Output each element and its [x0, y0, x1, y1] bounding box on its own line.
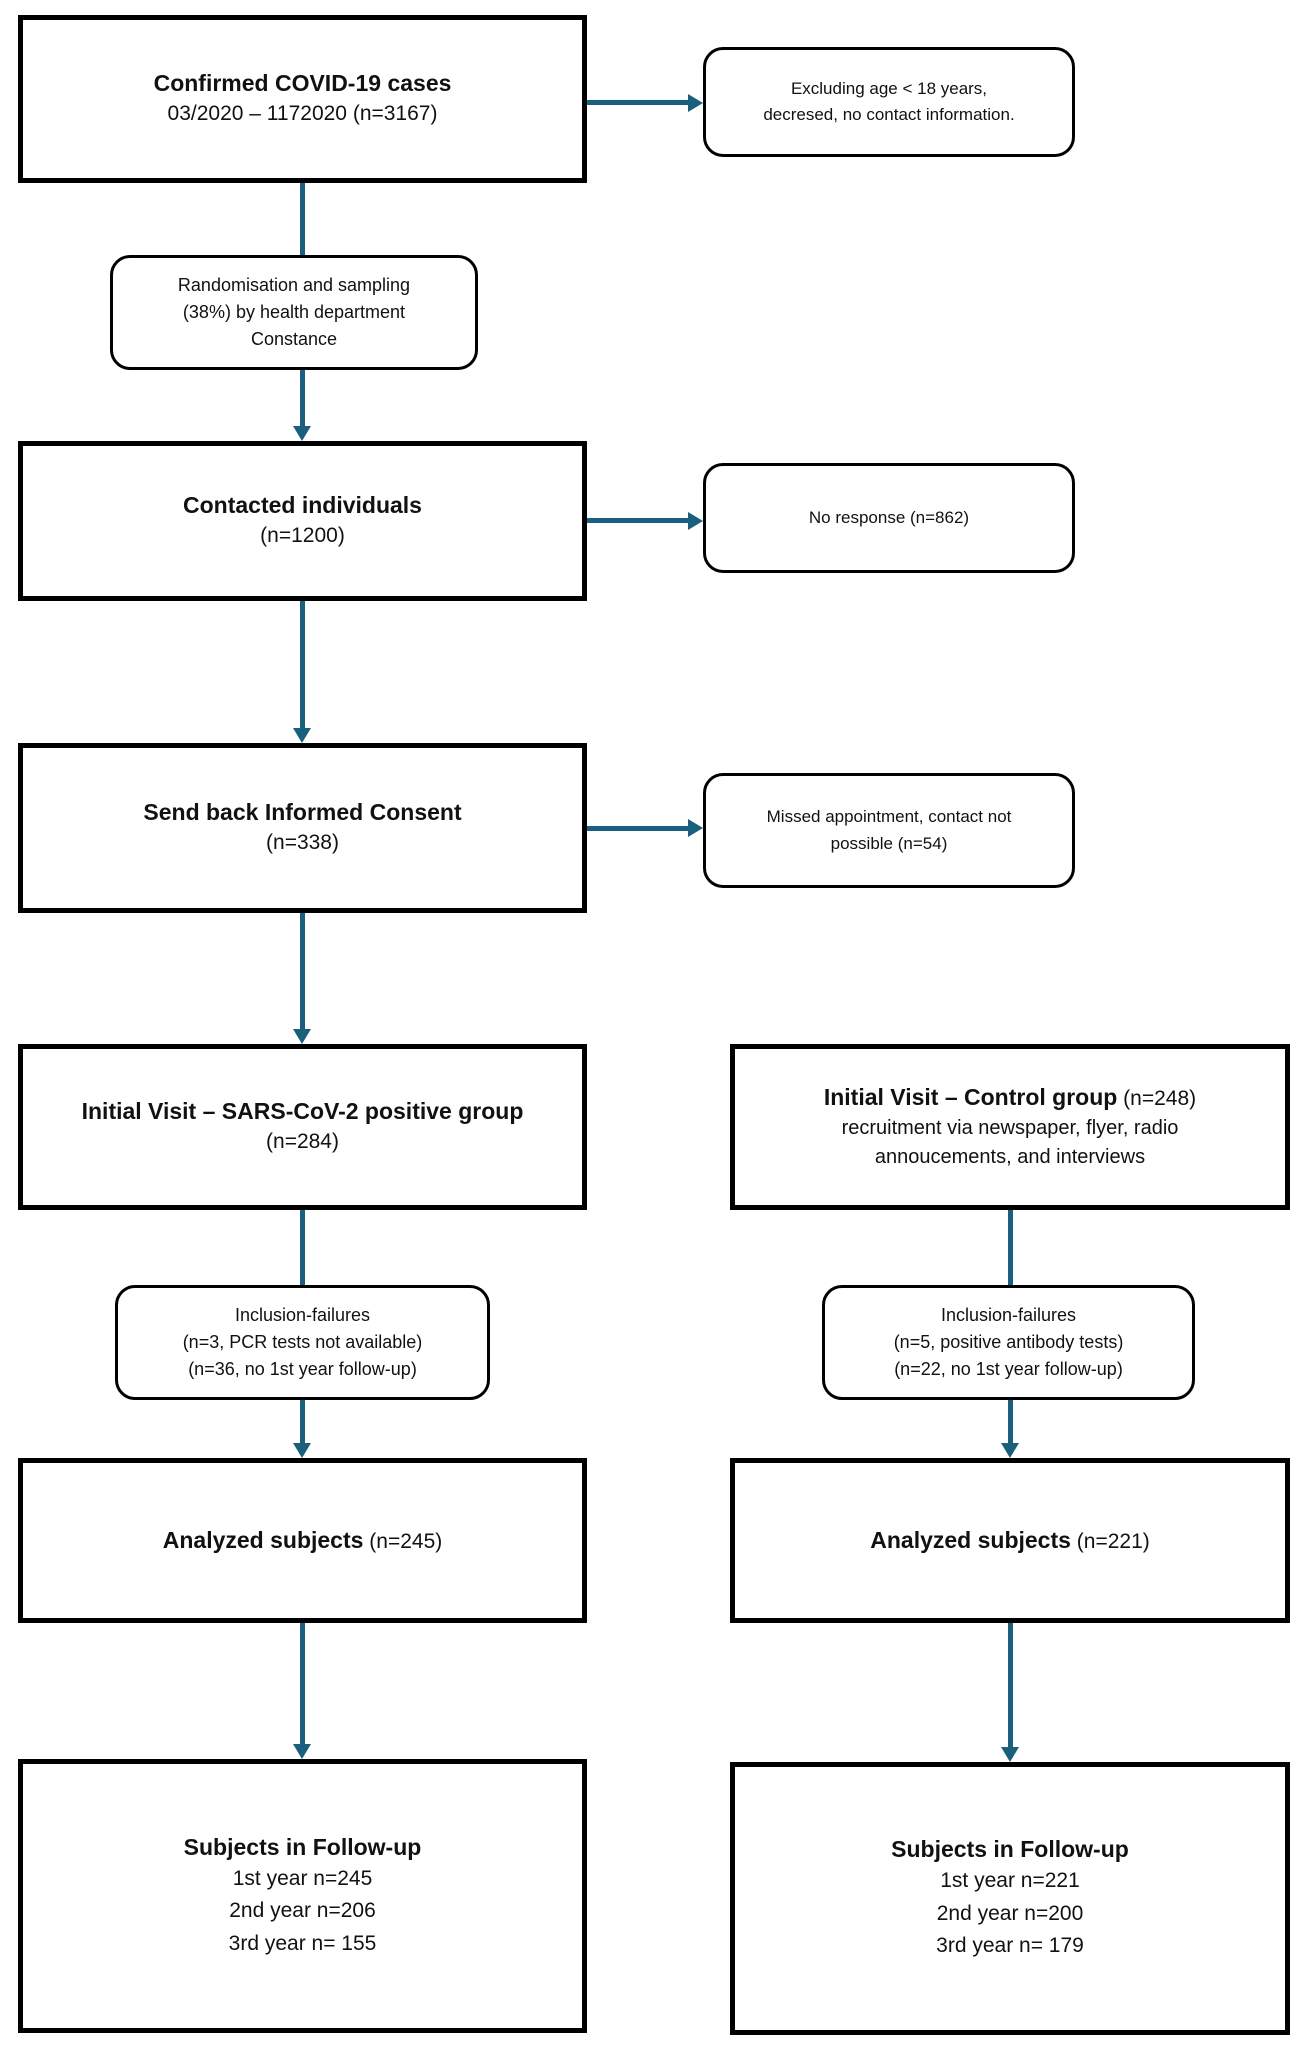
note-no-response-text: No response (n=862): [808, 507, 970, 527]
node-followup-positive-title: Subjects in Follow-up: [183, 1833, 422, 1860]
node-contacted-individuals-subtitle: (n=1200): [260, 524, 345, 548]
connector-consent-to-initial-visit-positive: [300, 913, 305, 1029]
node-initial-visit-control-line: Initial Visit – Control group (n=248): [824, 1082, 1196, 1113]
node-followup-positive: Subjects in Follow-up 1st year n=245 2nd…: [18, 1759, 587, 2033]
note-no-response: No response (n=862): [703, 463, 1075, 573]
node-analyzed-positive: Analyzed subjects (n=245): [18, 1458, 587, 1623]
arrowhead-down-icon: [293, 1029, 311, 1044]
node-informed-consent-title: Send back Informed Consent: [143, 799, 462, 826]
note-randomisation-text: Randomisation and sampling (38%) by heal…: [177, 275, 411, 349]
note-inclusion-failures-positive: Inclusion-failures (n=3, PCR tests not a…: [115, 1285, 490, 1400]
arrowhead-down-icon: [293, 728, 311, 743]
node-contacted-individuals: Contacted individuals (n=1200): [18, 441, 587, 601]
node-followup-control-counts: 1st year n=221 2nd year n=200 3rd year n…: [936, 1869, 1084, 1958]
note-excluding-text: Excluding age < 18 years, decresed, no c…: [763, 78, 1015, 124]
node-initial-visit-control-title: Initial Visit – Control group: [823, 1084, 1118, 1111]
arrowhead-down-icon: [293, 1744, 311, 1759]
node-initial-visit-control-subtitle: recruitment via newspaper, flyer, radio …: [841, 1116, 1179, 1168]
node-initial-visit-positive: Initial Visit – SARS-CoV-2 positive grou…: [18, 1044, 587, 1210]
node-followup-control: Subjects in Follow-up 1st year n=221 2nd…: [730, 1762, 1290, 2035]
connector-contacted-to-no-response-note: [587, 518, 688, 523]
note-inclusion-failures-control: Inclusion-failures (n=5, positive antibo…: [822, 1285, 1195, 1400]
node-confirmed-cases-subtitle: 03/2020 – 1172020 (n=3167): [167, 102, 438, 126]
connector-confirmed-to-excluding-note: [587, 100, 688, 105]
node-initial-visit-positive-title: Initial Visit – SARS-CoV-2 positive grou…: [81, 1098, 524, 1125]
node-analyzed-positive-title: Analyzed subjects: [162, 1526, 364, 1553]
node-followup-positive-counts: 1st year n=245 2nd year n=206 3rd year n…: [228, 1866, 377, 1955]
arrowhead-down-icon: [1001, 1443, 1019, 1458]
arrowhead-right-icon: [688, 94, 703, 112]
connector-analyzed-control-to-followup: [1008, 1623, 1013, 1747]
arrowhead-right-icon: [688, 819, 703, 837]
node-analyzed-positive-line: Analyzed subjects (n=245): [163, 1525, 443, 1556]
note-inclusion-failures-control-text: Inclusion-failures (n=5, positive antibo…: [893, 1305, 1124, 1379]
connector-analyzed-positive-to-followup: [300, 1623, 305, 1744]
note-missed-appointment: Missed appointment, contact not possible…: [703, 773, 1075, 888]
note-inclusion-failures-positive-text: Inclusion-failures (n=3, PCR tests not a…: [182, 1305, 423, 1379]
node-analyzed-positive-count: (n=245): [363, 1529, 443, 1553]
note-excluding: Excluding age < 18 years, decresed, no c…: [703, 47, 1075, 157]
node-initial-visit-positive-subtitle: (n=284): [266, 1130, 339, 1154]
node-analyzed-control-count: (n=221): [1070, 1529, 1150, 1553]
arrowhead-down-icon: [293, 1443, 311, 1458]
arrowhead-right-icon: [688, 512, 703, 530]
node-analyzed-control: Analyzed subjects (n=221): [730, 1458, 1290, 1623]
arrowhead-down-icon: [293, 426, 311, 441]
node-confirmed-cases-title: Confirmed COVID-19 cases: [153, 70, 452, 97]
note-missed-appointment-text: Missed appointment, contact not possible…: [766, 807, 1012, 853]
node-initial-visit-control: Initial Visit – Control group (n=248) re…: [730, 1044, 1290, 1210]
connector-contacted-to-consent: [300, 601, 305, 728]
node-followup-control-title: Subjects in Follow-up: [891, 1836, 1129, 1863]
node-confirmed-cases: Confirmed COVID-19 cases 03/2020 – 11720…: [18, 15, 587, 183]
node-contacted-individuals-title: Contacted individuals: [183, 492, 422, 519]
node-analyzed-control-title: Analyzed subjects: [870, 1526, 1071, 1553]
node-analyzed-control-line: Analyzed subjects (n=221): [870, 1525, 1150, 1556]
node-informed-consent: Send back Informed Consent (n=338): [18, 743, 587, 913]
arrowhead-down-icon: [1001, 1747, 1019, 1762]
note-randomisation: Randomisation and sampling (38%) by heal…: [110, 255, 478, 370]
connector-consent-to-missed-appointment-note: [587, 826, 688, 831]
node-informed-consent-subtitle: (n=338): [266, 831, 339, 855]
node-initial-visit-control-count: (n=248): [1117, 1087, 1197, 1111]
